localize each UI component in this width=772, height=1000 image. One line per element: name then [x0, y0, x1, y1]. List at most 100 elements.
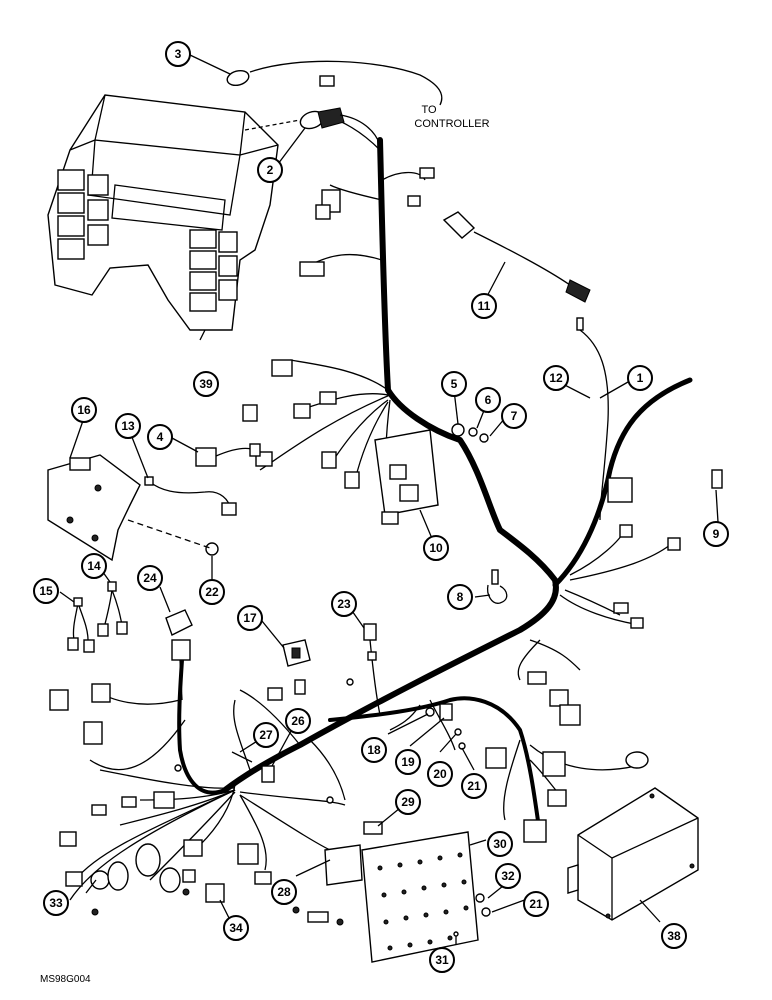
callout-9: 9	[703, 521, 729, 547]
sensor-lead	[442, 211, 591, 303]
callout-12: 12	[543, 365, 569, 391]
callout-28: 28	[271, 879, 297, 905]
svg-text:28: 28	[277, 885, 291, 899]
callout-39: 39	[193, 371, 219, 397]
svg-text:21: 21	[467, 779, 481, 793]
leads-14-15	[67, 581, 128, 653]
svg-text:13: 13	[121, 419, 135, 433]
svg-text:2: 2	[267, 163, 274, 177]
lead-4	[195, 443, 261, 467]
connector-3	[226, 60, 443, 106]
callout-6: 6	[475, 387, 501, 413]
svg-text:4: 4	[157, 430, 164, 444]
svg-text:23: 23	[337, 597, 351, 611]
connector-24	[165, 609, 193, 701]
instrument-cluster	[47, 94, 301, 331]
controller-module	[567, 787, 699, 921]
callout-4: 4	[147, 424, 173, 450]
callout-2: 2	[257, 157, 283, 183]
callout-8: 8	[447, 584, 473, 610]
clip-9	[711, 469, 723, 489]
svg-text:34: 34	[229, 921, 243, 935]
callout-13: 13	[115, 413, 141, 439]
svg-text:19: 19	[401, 755, 415, 769]
svg-text:22: 22	[205, 585, 219, 599]
callout-27: 27	[253, 722, 279, 748]
cluster-right-indicators	[189, 229, 238, 312]
relay-module	[374, 429, 439, 525]
svg-text:39: 39	[199, 377, 213, 391]
lead-12	[576, 317, 609, 521]
callout-24: 24	[137, 565, 163, 591]
svg-text:18: 18	[367, 743, 381, 757]
callout-30: 30	[487, 831, 513, 857]
svg-text:27: 27	[259, 728, 273, 742]
svg-text:20: 20	[433, 767, 447, 781]
svg-text:15: 15	[39, 584, 53, 598]
connector-2	[299, 75, 381, 146]
cluster-left-indicators	[57, 169, 109, 260]
plug-22	[127, 519, 219, 556]
svg-text:14: 14	[87, 559, 101, 573]
svg-text:10: 10	[429, 541, 443, 555]
callout-leaders	[59, 54, 719, 945]
callout-22: 22	[199, 579, 225, 605]
callout-10: 10	[423, 535, 449, 561]
mounting-bracket	[47, 454, 141, 562]
callout-29: 29	[395, 789, 421, 815]
svg-text:9: 9	[713, 527, 720, 541]
svg-text:8: 8	[457, 590, 464, 604]
lower-harness-branch	[328, 696, 542, 837]
callout-3: 3	[165, 41, 191, 67]
callout-33: 33	[43, 890, 69, 916]
callout-21-upper: 21	[461, 773, 487, 799]
figure-code: MS98G004	[40, 974, 91, 985]
callout-32: 32	[495, 863, 521, 889]
callout-17: 17	[237, 605, 263, 631]
callout-7: 7	[501, 403, 527, 429]
callout-5: 5	[441, 371, 467, 397]
right-connectors	[485, 477, 681, 843]
callout-11: 11	[471, 293, 497, 319]
clip-26-27	[231, 751, 275, 783]
fuse-23	[363, 623, 381, 716]
svg-text:11: 11	[478, 299, 491, 313]
callout-26: 26	[285, 708, 311, 734]
svg-text:26: 26	[291, 714, 305, 728]
callout-14: 14	[81, 553, 107, 579]
callout-38: 38	[661, 923, 687, 949]
controller-note-to: TO	[421, 104, 437, 116]
svg-text:5: 5	[451, 377, 458, 391]
svg-text:21: 21	[529, 897, 543, 911]
upper-connectors	[242, 167, 435, 489]
callout-16: 16	[71, 397, 97, 423]
small-hardware	[174, 678, 491, 937]
svg-text:32: 32	[501, 869, 515, 883]
grommet-8	[486, 569, 508, 604]
callout-18: 18	[361, 737, 387, 763]
svg-text:3: 3	[175, 47, 182, 61]
fuse-panel-plate	[292, 821, 479, 963]
main-harness-trunk	[222, 137, 559, 793]
callout-31: 31	[429, 947, 455, 973]
svg-text:29: 29	[401, 795, 415, 809]
svg-text:33: 33	[49, 896, 63, 910]
svg-text:16: 16	[77, 403, 91, 417]
callout-19: 19	[395, 749, 421, 775]
svg-text:38: 38	[667, 929, 681, 943]
callout-1: 1	[627, 365, 653, 391]
svg-text:31: 31	[435, 953, 449, 967]
left-connectors	[49, 679, 306, 916]
svg-text:6: 6	[485, 393, 492, 407]
callout-23: 23	[331, 591, 357, 617]
callout-15: 15	[33, 578, 59, 604]
svg-text:24: 24	[143, 571, 157, 585]
lead-13	[144, 476, 237, 516]
svg-text:17: 17	[243, 611, 257, 625]
svg-text:1: 1	[637, 371, 644, 385]
svg-text:12: 12	[549, 371, 563, 385]
svg-text:30: 30	[493, 837, 507, 851]
svg-text:7: 7	[511, 409, 518, 423]
